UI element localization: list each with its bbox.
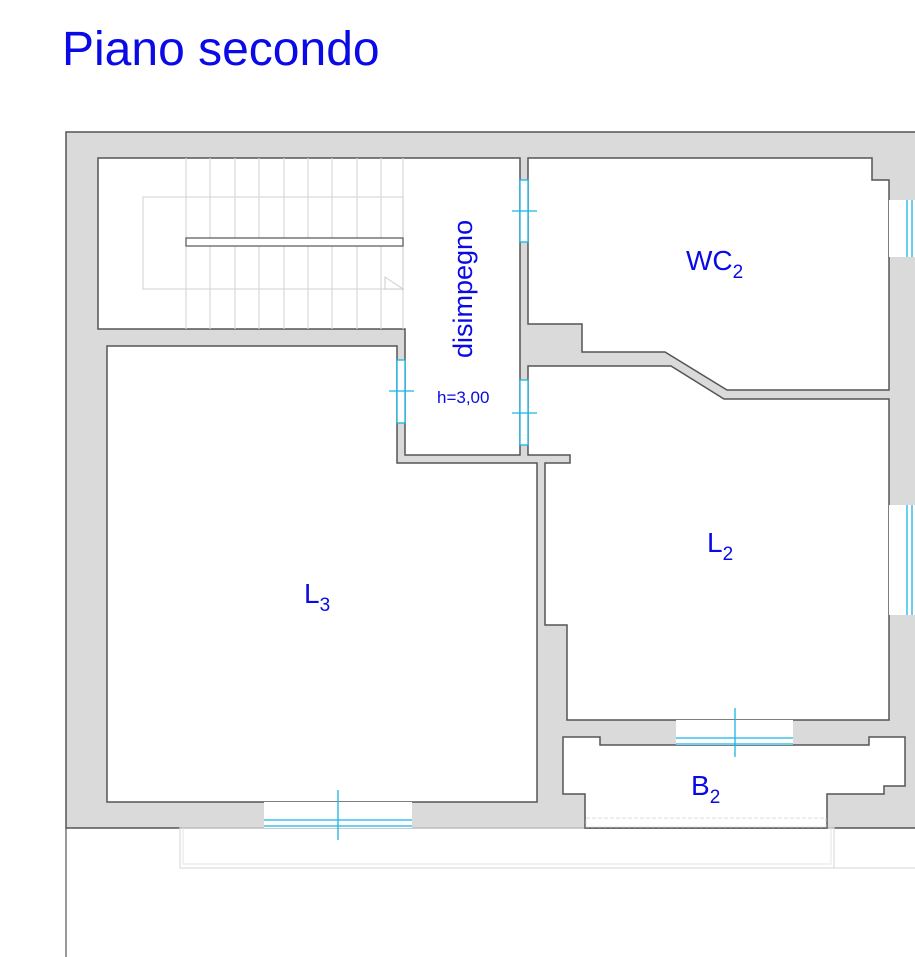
label-disimpegno: disimpegno <box>448 220 478 358</box>
label-height: h=3,00 <box>437 388 489 407</box>
label-l2: L2 <box>707 527 733 565</box>
plan-title: Piano secondo <box>62 23 380 76</box>
balcony-opening <box>585 817 827 828</box>
balcony-outline <box>179 827 915 869</box>
door-disimpegno-l3[interactable] <box>389 359 414 424</box>
staircase <box>142 158 405 329</box>
window-l2 <box>889 505 915 615</box>
door-disimpegno-l2[interactable] <box>512 379 537 446</box>
door-disimpegno-wc2[interactable] <box>512 179 537 243</box>
stair-handrail <box>185 237 404 247</box>
window-l3 <box>264 790 412 840</box>
label-wc2: WC2 <box>686 245 743 283</box>
window-l2-b2 <box>676 708 793 757</box>
room-wc2 <box>527 157 890 391</box>
label-b2: B2 <box>691 770 720 808</box>
stair-arrow-icon <box>384 276 405 290</box>
room-l2 <box>527 365 890 721</box>
room-l3 <box>106 345 538 803</box>
room-stair-disimpegno <box>97 157 521 456</box>
window-wc2 <box>889 200 915 257</box>
label-l3: L3 <box>304 578 330 616</box>
